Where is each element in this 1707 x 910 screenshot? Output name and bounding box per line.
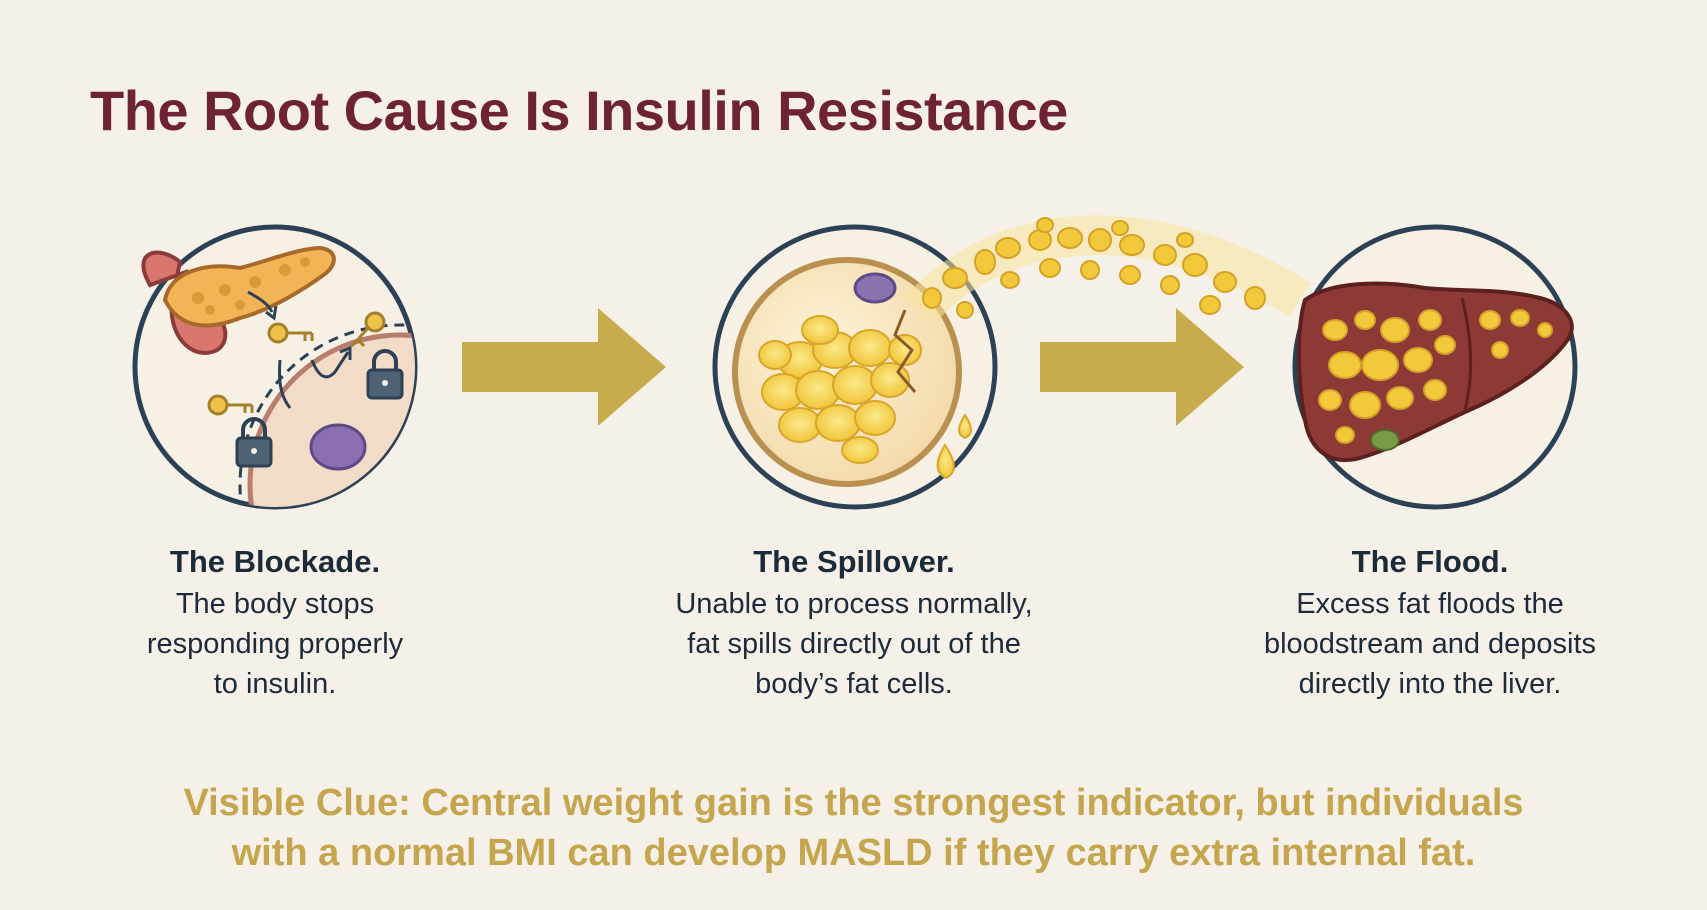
insulin-key-icon: [207, 311, 386, 416]
visible-clue-line-2: with a normal BMI can develop MASLD if t…: [231, 832, 1476, 874]
step-2-caption: The Spillover. Unable to process normall…: [619, 542, 1089, 704]
step-1-caption: The Blockade. The body stops responding …: [40, 542, 510, 704]
flow-arrow-2: [1040, 308, 1244, 426]
visible-clue-line-1: Visible Clue: Central weight gain is the…: [183, 782, 1524, 824]
step-3-line-2: bloodstream and deposits: [1263, 628, 1597, 660]
padlock-icon: [235, 349, 404, 468]
flood-illustration: [1292, 224, 1578, 510]
step-1-title: The Blockade.: [169, 544, 381, 579]
page-title: The Root Cause Is Insulin Resistance: [90, 79, 1068, 142]
step-2-line-3: body’s fat cells.: [755, 668, 953, 700]
step-3-line-3: directly into the liver.: [1298, 668, 1562, 700]
pancreas-icon: [141, 245, 336, 355]
step-1-line-3: to insulin.: [213, 668, 337, 700]
flow-arrow-1: [462, 308, 666, 426]
step-3-line-1: Excess fat floods the: [1296, 588, 1564, 620]
step-2-line-1: Unable to process normally,: [675, 588, 1033, 620]
fat-droplets: [758, 315, 922, 464]
step-3-caption: The Flood. Excess fat floods the bloodst…: [1195, 542, 1665, 704]
visible-clue-note: Visible Clue: Central weight gain is the…: [0, 778, 1707, 878]
step-1-line-1: The body stops: [175, 588, 375, 620]
fat-stream: [905, 215, 1311, 324]
step-2-line-2: fat spills directly out of the: [687, 628, 1021, 660]
step-2-title: The Spillover.: [753, 544, 955, 579]
liver-icon: [1297, 281, 1574, 462]
step-1-line-2: responding properly: [146, 628, 404, 660]
step-3-title: The Flood.: [1351, 544, 1509, 579]
